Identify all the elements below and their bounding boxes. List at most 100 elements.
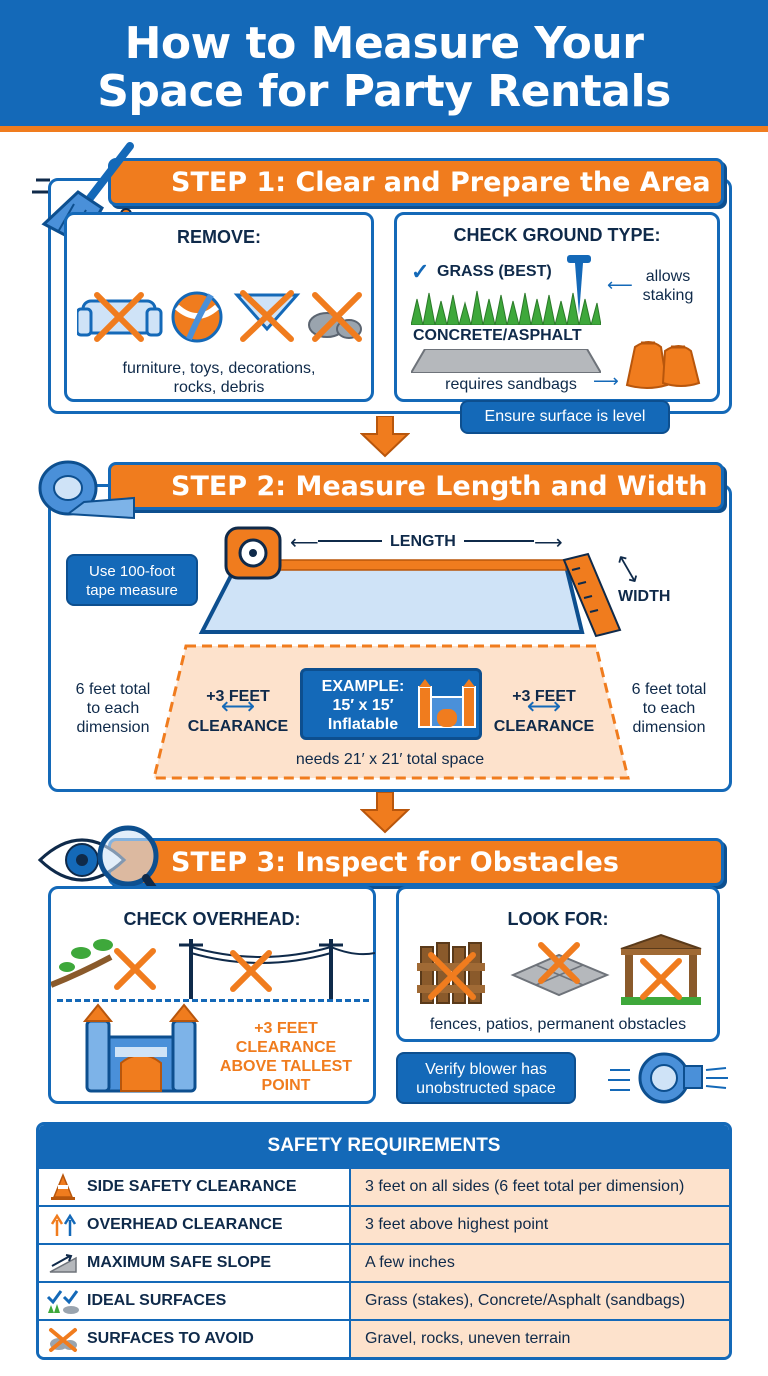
grass-icon: [410, 285, 602, 330]
fence-icon: [417, 942, 485, 1004]
table-row: MAXIMUM SAFE SLOPE A few inches: [39, 1243, 729, 1281]
stake-icon: [563, 253, 597, 322]
blower-note: Verify blower has unobstructed space: [396, 1052, 576, 1104]
blower-icon: [606, 1048, 730, 1113]
example-text: EXAMPLE: 15′ x 15′ Inflatable: [311, 677, 415, 734]
sandbag-arrow-icon: ⟶: [593, 371, 619, 391]
row-label: IDEAL SURFACES: [87, 1292, 227, 1309]
right-clearance-line-1: +3 FEET: [512, 688, 576, 705]
grass-note-line-1: allows: [645, 268, 691, 285]
left-clearance-line-2: CLEARANCE: [187, 718, 289, 735]
example-line-3: Inflatable: [327, 716, 399, 733]
page-title: How to Measure Your Space for Party Rent…: [0, 0, 768, 116]
right-clearance-line-2: CLEARANCE: [493, 718, 595, 735]
grass-label: GRASS (BEST): [437, 263, 552, 280]
overhead-clearance-note: +3 FEET CLEARANCE ABOVE TALLEST POINT: [201, 1019, 371, 1095]
safety-requirements-table: SAFETY REQUIREMENTS SIDE SAFETY CLEARANC…: [36, 1122, 732, 1360]
sandbags-icon: [625, 331, 705, 396]
concrete-note: requires sandbags: [445, 376, 577, 393]
step2-heading: STEP 2: Measure Length and Width: [171, 471, 708, 502]
left-total-line-1: 6 feet total: [75, 681, 151, 698]
left-total-note: 6 feet total to each dimension: [58, 680, 168, 737]
left-total-line-2: to each: [86, 700, 140, 717]
bounce-house-icon: [81, 1003, 201, 1100]
overhead-clear-line-2: CLEARANCE: [235, 1039, 337, 1056]
overhead-title: CHECK OVERHEAD:: [123, 909, 301, 929]
rocks-icon: [308, 292, 362, 342]
length-arrow-right-icon: ⟶: [534, 532, 563, 554]
gazebo-icon: [620, 933, 702, 1005]
grass-note-line-2: staking: [642, 287, 694, 304]
overhead-panel: CHECK OVERHEAD:: [48, 886, 376, 1104]
left-total-line-3: dimension: [76, 719, 150, 736]
remove-caption-line-2: rocks, debris: [173, 379, 265, 396]
blower-note-line-2: unobstructed space: [416, 1080, 556, 1097]
ground-type-title: CHECK GROUND TYPE:: [453, 225, 661, 245]
right-clearance-arrow-icon: ⟷: [526, 693, 562, 720]
traffic-cone-icon: [39, 1173, 87, 1201]
ball-icon: [171, 291, 223, 343]
row-value: Grass (stakes), Concrete/Asphalt (sandba…: [351, 1283, 729, 1319]
width-ruler-icon: [562, 552, 622, 638]
overhead-clear-line-1: +3 FEET: [254, 1020, 318, 1037]
row-label: MAXIMUM SAFE SLOPE: [87, 1254, 272, 1271]
title-line-2: Space for Party Rentals: [97, 66, 671, 117]
example-box: EXAMPLE: 15′ x 15′ Inflatable: [300, 668, 482, 740]
safety-table-title: SAFETY REQUIREMENTS: [39, 1125, 729, 1167]
power-lines-icon: [179, 939, 376, 999]
row-value: 3 feet on all sides (6 feet total per di…: [351, 1169, 729, 1205]
step3-heading: STEP 3: Inspect for Obstacles: [171, 847, 619, 878]
width-label: WIDTH: [618, 588, 671, 605]
look-for-title: LOOK FOR:: [507, 909, 609, 929]
example-line-2: 15′ x 15′: [332, 697, 394, 714]
look-for-panel: LOOK FOR:: [396, 886, 720, 1042]
right-total-note: 6 feet total to each dimension: [614, 680, 724, 737]
length-arrow-left-icon: ⟵: [290, 532, 319, 554]
tape-note-line-2: tape measure: [86, 582, 178, 599]
row-value: A few inches: [351, 1245, 729, 1281]
tree-branch-icon: [49, 939, 156, 990]
concrete-slab-icon: [409, 348, 603, 378]
tape-measure-roll-icon: [34, 458, 144, 529]
right-total-line-3: dimension: [632, 719, 706, 736]
overhead-clear-line-4: POINT: [261, 1077, 311, 1094]
title-line-1: How to Measure Your: [124, 18, 644, 69]
remove-panel: REMOVE:: [64, 212, 374, 402]
table-row: SURFACES TO AVOID Gravel, rocks, uneven …: [39, 1319, 729, 1357]
grass-check-icon: ✓: [411, 259, 430, 284]
down-arrow-icon: [359, 791, 411, 839]
remove-caption-line-1: furniture, toys, decorations,: [122, 360, 316, 377]
table-row: IDEAL SURFACES Grass (stakes), Concrete/…: [39, 1281, 729, 1319]
patio-icon: [510, 942, 610, 997]
step2-banner: STEP 2: Measure Length and Width: [108, 462, 724, 510]
up-arrows-icon: [39, 1212, 87, 1238]
step3-banner: STEP 3: Inspect for Obstacles: [108, 838, 724, 886]
right-total-line-1: 6 feet total: [631, 681, 707, 698]
tape-strip: [265, 559, 567, 571]
crossed-rocks-icon: [39, 1326, 87, 1352]
ground-type-panel: CHECK GROUND TYPE: ✓ GRASS (BEST) ⟵ allo…: [394, 212, 720, 402]
blower-note-line-1: Verify blower has: [425, 1061, 547, 1078]
overhead-divider: [57, 999, 369, 1002]
ground-obstacles-icons: [417, 933, 707, 1012]
row-value: Gravel, rocks, uneven terrain: [351, 1321, 729, 1357]
measure-diagram: [196, 526, 636, 647]
look-for-caption: fences, patios, permanent obstacles: [429, 1016, 687, 1033]
overhead-obstacles-icons: [49, 933, 376, 1008]
slope-icon: [39, 1252, 87, 1274]
left-clearance-label: +3 FEET CLEARANCE: [180, 682, 296, 742]
decorations-icon: [233, 290, 301, 342]
concrete-label: CONCRETE/ASPHALT: [413, 327, 582, 344]
tape-measure-case-icon: [224, 526, 282, 580]
down-arrow-icon: [359, 415, 411, 463]
right-total-line-2: to each: [642, 700, 696, 717]
bounce-house-small-icon: [417, 677, 477, 738]
remove-caption: furniture, toys, decorations, rocks, deb…: [67, 359, 371, 397]
table-row: OVERHEAD CLEARANCE 3 feet above highest …: [39, 1205, 729, 1243]
overhead-clear-line-3: ABOVE TALLEST: [219, 1058, 353, 1075]
total-space-note: needs 21′ x 21′ total space: [295, 751, 485, 768]
checkmarks-icon: [39, 1287, 87, 1315]
row-label: SURFACES TO AVOID: [87, 1330, 254, 1347]
right-clearance-label: +3 FEET CLEARANCE: [486, 682, 602, 742]
remove-title: REMOVE:: [176, 227, 261, 247]
